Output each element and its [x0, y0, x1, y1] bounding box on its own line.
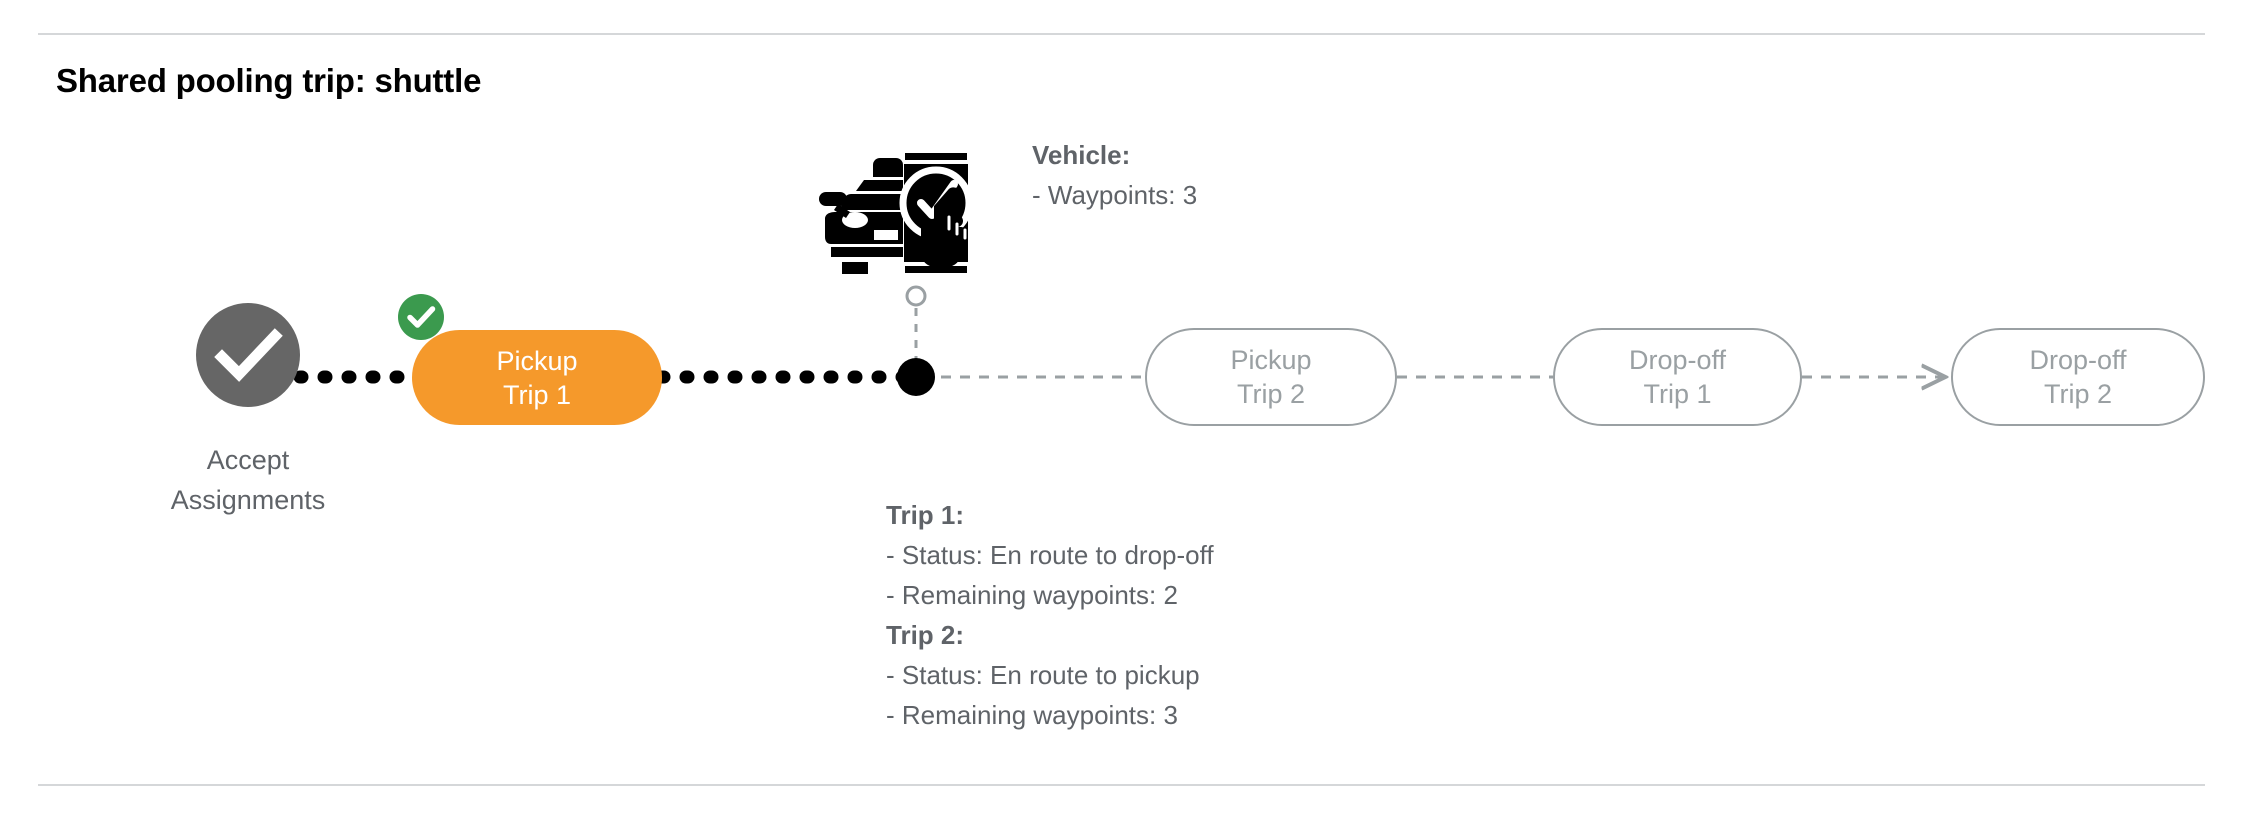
trip2-status-row: - Status: En route to pickup	[886, 660, 1200, 690]
start-label-line2: Assignments	[170, 485, 326, 515]
page-title: Shared pooling trip: shuttle	[56, 62, 482, 99]
start-label-line1: Accept	[206, 445, 290, 475]
trip1-waypoints-row: - Remaining waypoints: 2	[886, 580, 1178, 610]
node-pickup-trip-2-line2: Trip 2	[1236, 379, 1305, 409]
vehicle-annotation: Vehicle: - Waypoints: 3	[1032, 135, 1197, 215]
node-pickup-trip-2[interactable]: Pickup Trip 2	[1145, 328, 1397, 426]
trip2-heading-row: Trip 2:	[886, 615, 1214, 655]
vehicle-annotation-row: - Waypoints: 3	[1032, 180, 1198, 210]
node-dropoff-trip-2-line1: Drop-off	[2029, 345, 2127, 375]
node-dropoff-trip-2-line2: Trip 2	[2043, 379, 2112, 409]
car-phone-check-icon	[818, 120, 978, 275]
node-accept-assignments[interactable]	[196, 303, 300, 407]
node-dropoff-trip-1-line2: Trip 1	[1643, 379, 1712, 409]
vehicle-annotation-heading-row: Vehicle:	[1032, 135, 1197, 175]
node-dropoff-trip-2[interactable]: Drop-off Trip 2	[1951, 328, 2205, 426]
check-badge-icon	[407, 306, 436, 328]
node-pickup-trip-1-line1: Pickup	[496, 345, 578, 376]
trip2-waypoints-row: - Remaining waypoints: 3	[886, 700, 1178, 730]
trip2-heading: Trip 2	[886, 620, 956, 650]
trip2-heading-suffix: :	[955, 620, 965, 650]
node-dropoff-trip-1[interactable]: Drop-off Trip 1	[1553, 328, 1802, 426]
vehicle-leader-anchor	[905, 285, 927, 307]
check-circle-icon	[214, 328, 283, 382]
node-pickup-trip-1[interactable]: Pickup Trip 1	[412, 330, 662, 425]
node-dropoff-trip-1-line1: Drop-off	[1628, 345, 1727, 375]
top-divider	[38, 33, 2205, 35]
trip1-status-row: - Status: En route to drop-off	[886, 540, 1214, 570]
vehicle-annotation-heading: Vehicle	[1032, 140, 1122, 170]
trip1-heading-suffix: :	[955, 500, 965, 530]
trip1-heading-row: Trip 1:	[886, 495, 1214, 535]
node-accept-assignments-label: Accept Assignments	[98, 440, 398, 520]
vehicle-annotation-heading-suffix: :	[1121, 140, 1131, 170]
node-pickup-trip-1-line2: Trip 1	[502, 379, 571, 410]
bottom-divider	[38, 784, 2205, 786]
node-pickup-trip-2-line1: Pickup	[1230, 345, 1312, 375]
trip1-heading: Trip 1	[886, 500, 956, 530]
node-pickup-trip-1-done-badge	[398, 294, 444, 340]
trip-annotations: Trip 1: - Status: En route to drop-off -…	[886, 495, 1214, 735]
vehicle-position-dot	[897, 358, 935, 396]
